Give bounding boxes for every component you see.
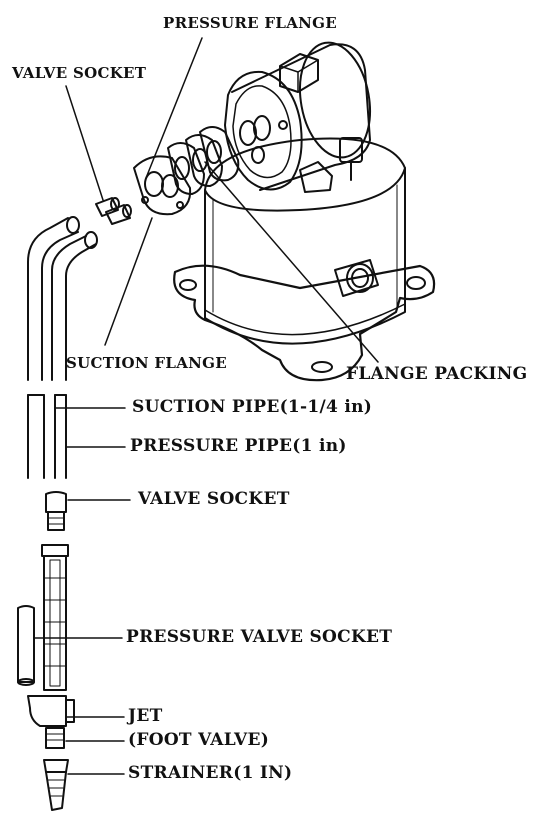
label-valve-socket: VALVE SOCKET (138, 489, 290, 509)
label-suction-flange: SUCTION FLANGE (66, 354, 228, 372)
suction-flange (133, 155, 192, 216)
straight-pipes (27, 394, 67, 479)
leader-lines (33, 37, 379, 775)
strainer (43, 759, 69, 811)
leader-flange-packing (204, 161, 379, 363)
label-jet: JET (128, 706, 163, 726)
leader-suction-flange (104, 217, 153, 346)
label-pressure-valve-socket: PRESSURE VALVE SOCKET (126, 627, 393, 647)
valve-socket-part (45, 491, 67, 531)
bent-pipes (27, 216, 98, 381)
valve-socket-pair (95, 197, 132, 225)
label-valve-socket-top: VALVE SOCKET (12, 64, 147, 82)
jet-assembly (17, 544, 75, 749)
label-pressure-flange: PRESSURE FLANGE (163, 14, 338, 32)
pressure-flange (199, 126, 240, 182)
leader-pressure-flange (145, 37, 203, 179)
label-suction-pipe: SUCTION PIPE(1-1/4 in) (132, 397, 373, 417)
label-foot-valve: (FOOT VALVE) (128, 730, 270, 750)
pressure-tank (173, 137, 436, 382)
tank-outlet-fitting (334, 259, 379, 297)
pump-motor (224, 41, 371, 193)
leader-valve-socket-top (65, 85, 104, 201)
label-flange-packing: FLANGE PACKING (346, 364, 528, 384)
label-strainer: STRAINER(1 IN) (128, 763, 293, 783)
label-pressure-pipe: PRESSURE PIPE(1 in) (130, 436, 347, 456)
